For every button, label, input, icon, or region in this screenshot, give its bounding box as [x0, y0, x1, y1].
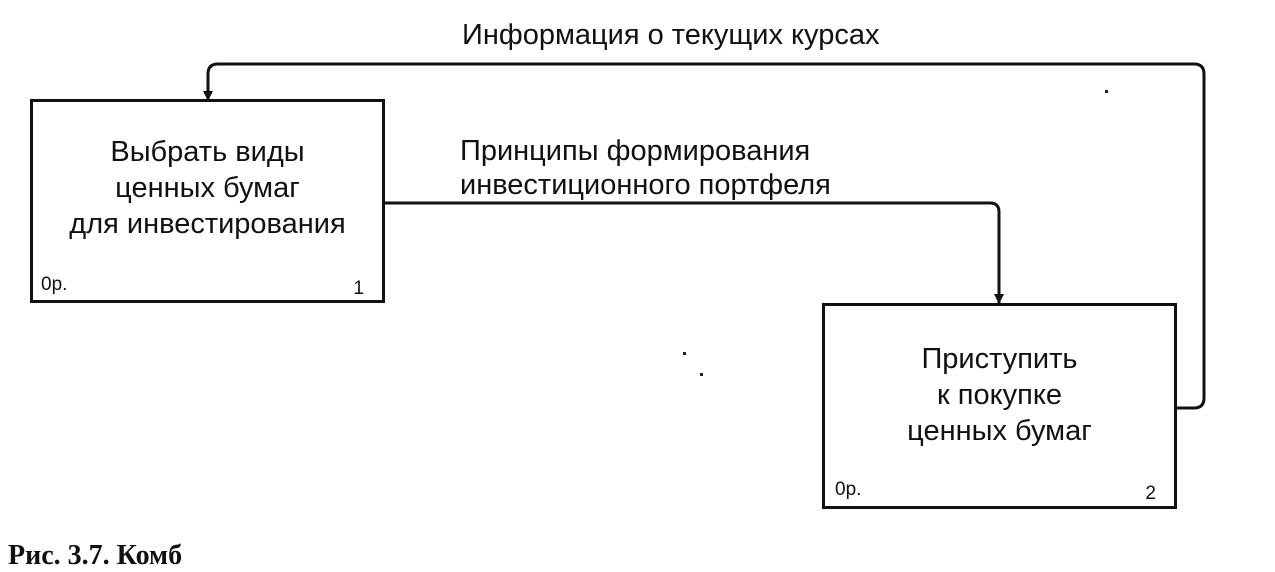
scan-speck [1105, 90, 1108, 93]
scan-speck [683, 352, 686, 355]
activity-box-1-line: ценных бумаг [115, 172, 300, 204]
activity-box-1-title: Выбрать виды ценных бумаг для инвестиров… [33, 134, 382, 242]
activity-box-2-number: 2 [1145, 483, 1156, 504]
activity-box-2-cost: 0р. [835, 479, 862, 500]
arrow-feedback-label: Информация о текущих курсах [462, 19, 880, 51]
activity-box-2-line: к покупке [937, 379, 1062, 411]
figure-caption: Рис. 3.7. Комб [8, 540, 183, 571]
activity-box-1: Выбрать виды ценных бумаг для инвестиров… [30, 99, 385, 303]
arrow-output-label-line: Принципы формирования [460, 135, 811, 167]
scan-speck [700, 373, 703, 376]
activity-box-1-line: для инвестирования [69, 208, 346, 240]
arrow-output-label: Принципы формирования инвестиционного по… [460, 134, 831, 202]
activity-box-2-line: Приступить [921, 343, 1078, 375]
activity-box-2: Приступить к покупке ценных бумаг 0р. 2 [822, 303, 1177, 509]
arrow-output-line [384, 201, 1004, 304]
activity-box-2-line: ценных бумаг [907, 415, 1092, 447]
arrow-feedback-line [203, 62, 1206, 410]
arrow-output-label-line: инвестиционного портфеля [460, 169, 831, 201]
activity-box-1-cost: 0р. [41, 274, 68, 295]
activity-box-1-line: Выбрать виды [110, 136, 305, 168]
activity-box-1-number: 1 [353, 278, 364, 299]
activity-box-2-title: Приступить к покупке ценных бумаг [825, 341, 1174, 449]
